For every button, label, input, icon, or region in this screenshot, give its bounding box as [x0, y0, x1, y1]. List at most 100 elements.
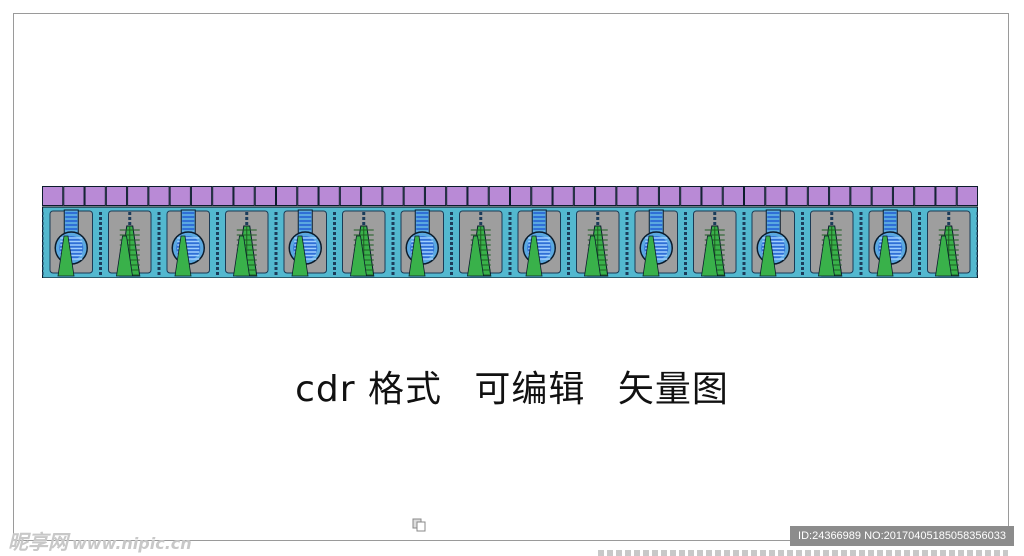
separator-dot	[830, 217, 834, 220]
separator-dot	[976, 237, 978, 240]
square-tile	[616, 186, 638, 206]
separator-dot	[99, 232, 102, 235]
separator-dot	[625, 232, 629, 235]
separator-dot	[157, 222, 161, 225]
separator-dot	[42, 272, 44, 275]
separator-dot	[245, 212, 249, 215]
separator-dot	[976, 227, 978, 230]
separator-dot	[859, 212, 863, 215]
separator-dot	[479, 217, 483, 220]
separator-dot	[508, 232, 512, 235]
square-tile	[935, 186, 957, 206]
separator-dot	[333, 232, 336, 235]
separator-dot	[333, 237, 336, 240]
square-tile	[701, 186, 723, 206]
separator-dot	[625, 237, 629, 240]
green-cone-small	[57, 235, 75, 277]
separator-dot	[801, 212, 804, 215]
separator-dot	[274, 242, 278, 245]
square-tile	[510, 186, 532, 206]
watermark-logo-text: 昵享网	[8, 530, 68, 554]
separator-dot	[859, 252, 863, 255]
separator-dot	[333, 242, 336, 245]
separator-dot	[216, 267, 219, 270]
separator-dot	[684, 222, 687, 225]
separator-dot	[567, 222, 570, 225]
separator-dot	[157, 227, 161, 230]
separator-dot	[391, 217, 395, 220]
square-tile	[63, 186, 85, 206]
caption-editable: 可编辑	[474, 369, 586, 410]
separator-dot	[274, 237, 278, 240]
separator-dot	[684, 257, 687, 260]
separator-dot	[42, 222, 44, 225]
separator-dot	[976, 232, 978, 235]
separator-dot	[508, 262, 512, 265]
square-tile	[637, 186, 659, 206]
separator-dot	[918, 257, 921, 260]
square-tile	[382, 186, 404, 206]
separator-dot	[742, 252, 746, 255]
separator-dot	[99, 252, 102, 255]
separator-dot	[157, 272, 161, 275]
separator-dot	[157, 217, 161, 220]
separator-dot	[508, 257, 512, 260]
separator-dot	[742, 257, 746, 260]
separator-dot	[479, 212, 483, 215]
separator-dot	[567, 247, 570, 250]
separator-dot	[216, 237, 219, 240]
separator-dot	[157, 252, 161, 255]
separator-dot	[567, 237, 570, 240]
separator-dot	[42, 242, 44, 245]
square-tile	[127, 186, 149, 206]
separator-dot	[684, 247, 687, 250]
square-tile	[552, 186, 574, 206]
square-tile	[850, 186, 872, 206]
separator-dot	[684, 237, 687, 240]
separator-dot	[99, 237, 102, 240]
separator-dot	[245, 222, 249, 225]
separator-dot	[918, 217, 921, 220]
square-tile	[297, 186, 319, 206]
separator-dot	[450, 242, 453, 245]
square-tile	[276, 186, 298, 206]
separator-dot	[333, 212, 336, 215]
separator-dot	[99, 247, 102, 250]
separator-dot	[274, 232, 278, 235]
square-tile	[361, 186, 383, 206]
separator-dot	[742, 237, 746, 240]
square-tile	[765, 186, 787, 206]
separator-dot	[742, 222, 746, 225]
separator-dot	[362, 222, 366, 225]
separator-dot	[216, 232, 219, 235]
green-cone-small	[818, 235, 835, 277]
separator-dot	[976, 217, 978, 220]
separator-dot	[274, 272, 278, 275]
separator-dot	[157, 257, 161, 260]
separator-dot	[450, 212, 453, 215]
separator-dot	[391, 262, 395, 265]
separator-dot	[245, 217, 249, 220]
separator-dot	[801, 242, 804, 245]
separator-dot	[99, 262, 102, 265]
square-tile	[956, 186, 978, 206]
separator-dot	[216, 262, 219, 265]
separator-dot	[508, 247, 512, 250]
separator-dot	[742, 272, 746, 275]
separator-dot	[684, 267, 687, 270]
separator-dot	[684, 262, 687, 265]
separator-dot	[976, 212, 978, 215]
separator-dot	[947, 222, 951, 225]
separator-dot	[684, 242, 687, 245]
square-tile	[190, 186, 213, 206]
separator-dot	[976, 242, 978, 245]
image-id-bar: ID:24366989 NO:20170405185058356033	[790, 526, 1014, 546]
separator-dot	[625, 217, 629, 220]
separator-dot	[450, 252, 453, 255]
separator-dot	[216, 227, 219, 230]
separator-dot	[128, 212, 132, 215]
square-tile	[446, 186, 468, 206]
separator-dot	[684, 232, 687, 235]
separator-dot	[274, 217, 278, 220]
